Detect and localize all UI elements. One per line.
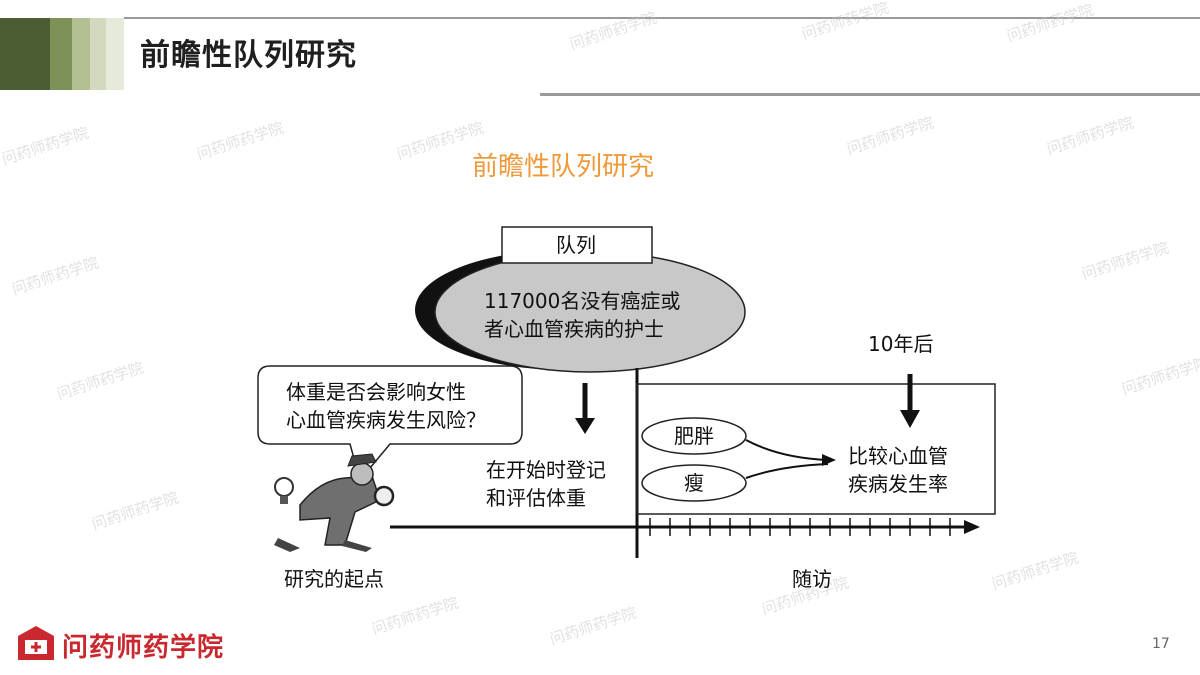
- cohort-desc-line2: 者心血管疾病的护士: [484, 317, 664, 341]
- header-block-mid: [50, 18, 72, 90]
- compare-arrow-fat: [745, 439, 829, 461]
- question-line2: 心血管疾病发生风险？: [286, 408, 486, 432]
- header-top-line: [124, 17, 1200, 19]
- compare-line2: 疾病发生率: [848, 472, 948, 496]
- diagram-title: 前瞻性队列研究: [472, 152, 655, 182]
- baseline-line2: 和评估体重: [486, 486, 586, 510]
- cohort-desc-line1: 117000名没有癌症或: [484, 289, 681, 313]
- compare-arrow-thin: [745, 463, 829, 479]
- ten-years-label: 10年后: [868, 332, 934, 356]
- page-title: 前瞻性队列研究: [140, 38, 357, 73]
- page-number: 17: [1152, 636, 1170, 652]
- detective-illustration: [274, 453, 395, 552]
- header-block-light1: [72, 18, 90, 90]
- header-block-light3: [106, 18, 124, 90]
- magnifier-icon: [373, 485, 395, 507]
- lightbulb-icon: [274, 477, 294, 497]
- group-fat-ellipse: [641, 417, 747, 455]
- question-line1: 体重是否会影响女性: [286, 380, 466, 404]
- group-fat-label: 肥胖: [674, 424, 714, 448]
- logo-text: 问药师药学院: [62, 633, 225, 663]
- group-thin-label: 瘦: [684, 471, 704, 495]
- cohort-label: 队列: [556, 233, 596, 257]
- logo-icon: [18, 626, 54, 660]
- baseline-line1: 在开始时登记: [486, 458, 606, 482]
- header-block-light2: [90, 18, 106, 90]
- timeline-ticks: [649, 518, 951, 536]
- cohort-label-box: [501, 226, 653, 264]
- compare-line1: 比较心血管: [848, 444, 948, 468]
- group-thin-ellipse: [641, 464, 747, 502]
- header-block-dark: [0, 18, 50, 90]
- followup-label: 随访: [792, 567, 832, 591]
- followup-box: [636, 383, 996, 515]
- header-bottom-line: [540, 93, 1200, 96]
- start-label: 研究的起点: [284, 567, 384, 591]
